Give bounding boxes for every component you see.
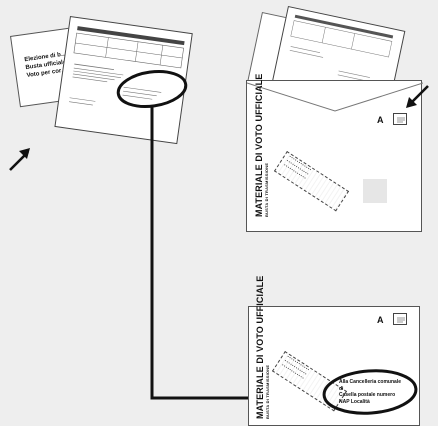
arrow-down-left-icon [406, 85, 429, 108]
address-line-4: NAP Località [339, 398, 370, 405]
inserted-sheet-form-lines [289, 14, 394, 81]
arrow-up-right-icon [9, 148, 30, 171]
recipient-address: Alla Cancelleria comunale di Casella pos… [339, 379, 401, 405]
envelope-corner-letter: A [377, 115, 384, 125]
transmission-envelope-bottom: MATERIALE DI VOTO UFFICIALE BUSTA DI TRA… [248, 276, 420, 426]
certificate-form-lines [69, 26, 185, 106]
envelope-flap [247, 82, 423, 112]
postage-mark-bottom [393, 313, 407, 325]
envelope-bottom-hatched-strip: • • • • • • • • • • • • • • • • • • • • … [271, 351, 348, 412]
voting-certificate-sheet [54, 16, 193, 145]
envelope-title: MATERIALE DI VOTO UFFICIALE [254, 73, 264, 217]
postage-mark [393, 113, 407, 125]
envelope-bottom-corner-letter: A [377, 315, 384, 325]
envelope-bottom-subtitle: BUSTA DI TRASMISSIONE [265, 364, 270, 419]
envelope-bottom-title: MATERIALE DI VOTO UFFICIALE [255, 275, 265, 419]
envelope-window [363, 179, 387, 203]
transmission-envelope-top: MATERIALE DI VOTO UFFICIALE BUSTA DI TRA… [246, 74, 423, 232]
envelope-subtitle: BUSTA DI TRASMISSIONE [264, 162, 269, 217]
inserted-sheet-front [271, 6, 406, 110]
